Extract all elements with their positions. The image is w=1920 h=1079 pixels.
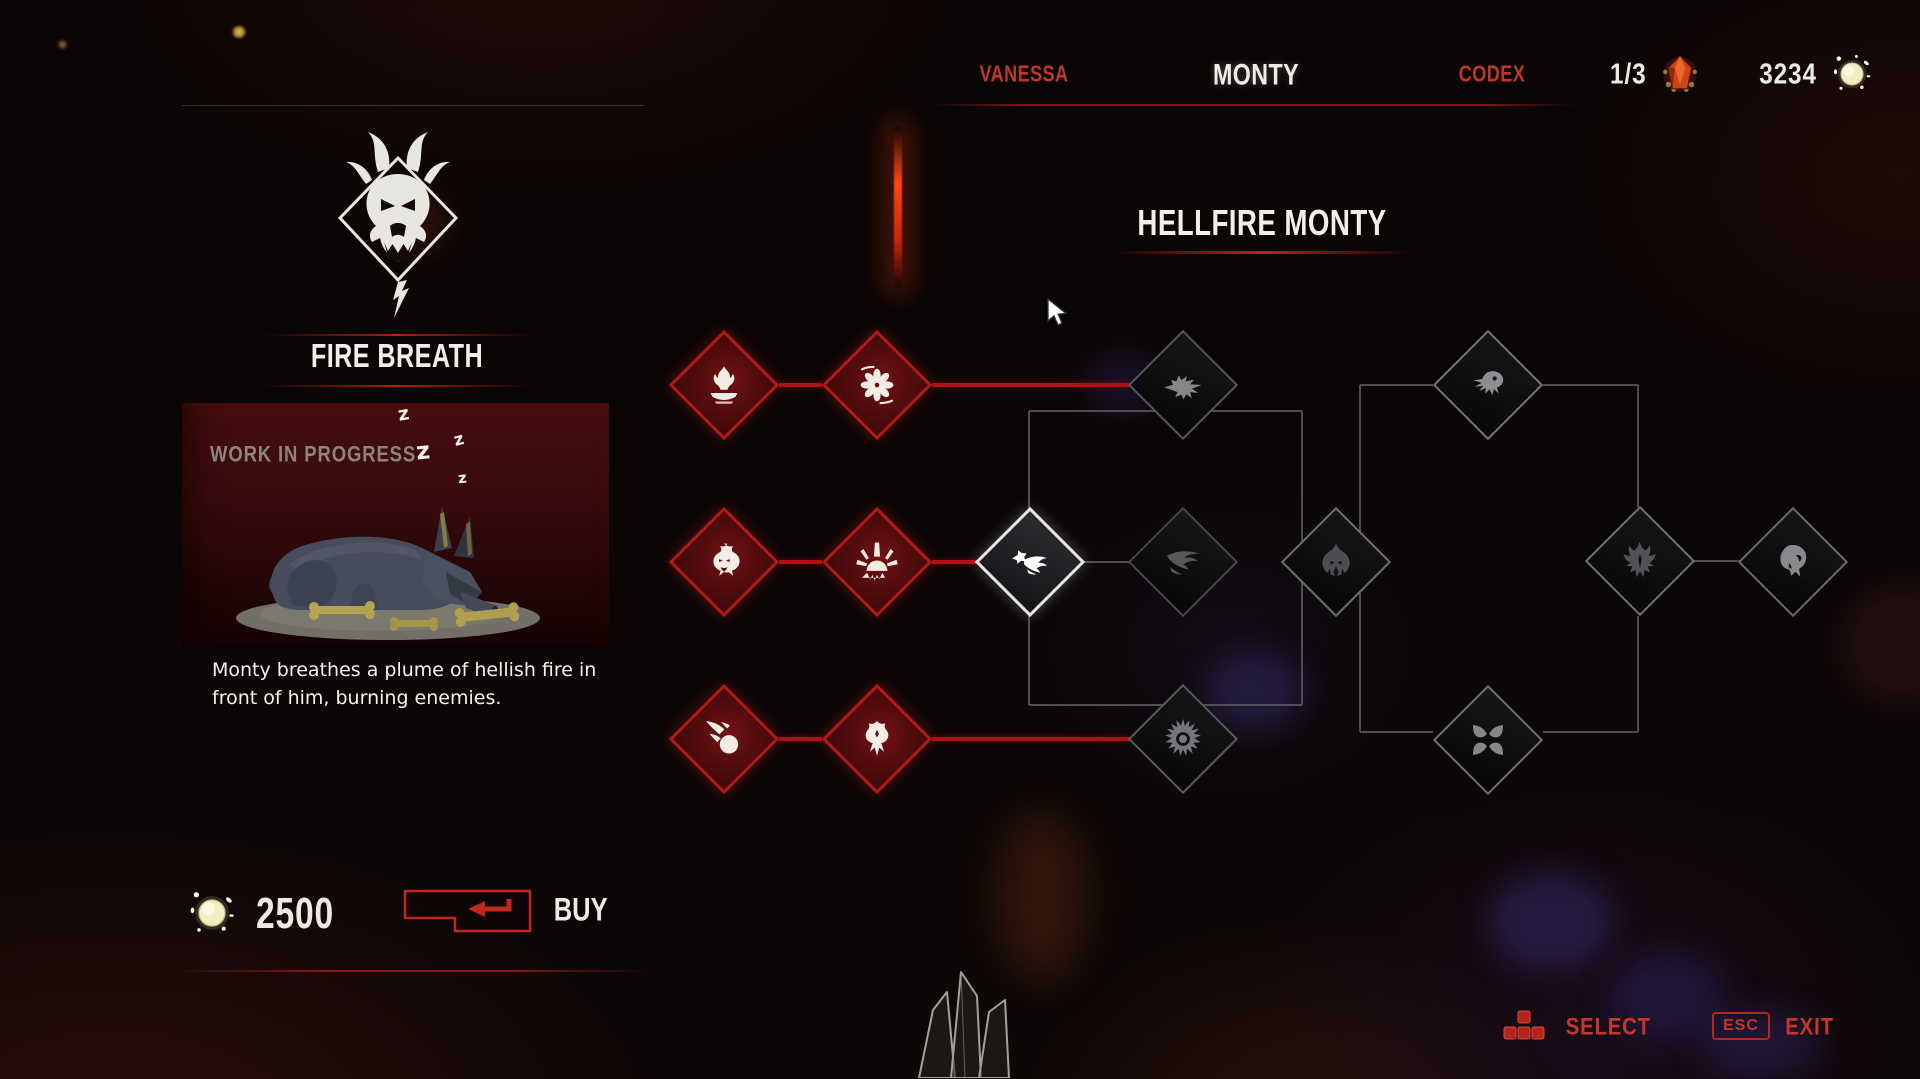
ability-title-rule-bottom <box>263 385 531 387</box>
skill-node-spiked-sun[interactable] <box>1127 683 1239 795</box>
cost-row: 2500 <box>186 886 351 940</box>
skill-points-counter: 1/3 <box>1608 52 1701 96</box>
flame-wisps-icon <box>1146 525 1220 599</box>
tree-connector <box>1360 384 1433 386</box>
phoenix-flame-icon <box>1603 524 1677 598</box>
skill-node-flame-demon[interactable] <box>1280 506 1392 618</box>
background-blob <box>1610 952 1726 1040</box>
demon-skull-icon <box>1756 525 1830 599</box>
tree-connector <box>779 383 822 387</box>
buy-button[interactable]: BUY <box>403 888 612 934</box>
brazier-flame-icon <box>688 349 760 421</box>
crystal-cluster-decoration <box>918 971 1010 1078</box>
work-in-progress-watermark: WORK IN PROGRESS <box>210 442 417 467</box>
cross-flames-icon <box>1451 703 1525 777</box>
ability-preview-image: WORK IN PROGRESS z z z z <box>182 403 609 648</box>
ember-glow <box>58 40 67 49</box>
tree-connector <box>932 737 1130 741</box>
ability-description: Monty breathes a plume of hellish fire i… <box>212 659 597 710</box>
kraken-icon <box>1451 348 1525 422</box>
flame-figure-icon <box>841 703 913 775</box>
essence-counter: 3234 <box>1756 52 1874 96</box>
skill-gem-icon <box>1662 55 1697 93</box>
spiked-sun-icon <box>1146 702 1220 776</box>
tree-connector <box>1543 384 1638 386</box>
header-divider-left <box>182 105 644 106</box>
skill-node-rising-sun[interactable] <box>821 506 933 618</box>
exit-label: EXIT <box>1785 1011 1834 1040</box>
header-divider-red <box>930 104 1576 106</box>
sleeping-dog-illustration <box>236 506 540 640</box>
dragon-head-icon <box>1146 348 1220 422</box>
flame-demon-icon <box>1299 525 1373 599</box>
tree-connector <box>1360 731 1433 733</box>
essence-orb-icon <box>190 892 234 932</box>
tree-connector <box>779 737 822 741</box>
keys-icon <box>1503 1010 1545 1040</box>
tree-connector <box>1694 560 1739 562</box>
ability-title-rule-top <box>263 334 531 336</box>
tree-connector <box>1637 385 1639 507</box>
background-blob <box>1488 872 1614 970</box>
esc-key-icon: ESC <box>1712 1012 1770 1040</box>
tree-connector <box>1083 561 1130 563</box>
tab-codex[interactable]: CODEX <box>1458 62 1526 87</box>
tab-monty[interactable]: MONTY <box>1213 58 1299 91</box>
buy-label: BUY <box>553 892 608 929</box>
skill-node-cross-flames[interactable] <box>1432 684 1544 796</box>
skill-points-value: 1/3 <box>1610 57 1647 90</box>
background-blob <box>1205 652 1303 730</box>
skill-node-demon-skull[interactable] <box>1737 506 1849 618</box>
mouse-cursor <box>1047 298 1068 326</box>
skill-node-flame-wisps[interactable] <box>1127 506 1239 618</box>
skill-node-brazier-flame[interactable] <box>668 329 780 441</box>
select-hint: SELECT <box>1502 1010 1657 1042</box>
red-light-streak <box>894 126 902 288</box>
background-blob <box>1700 1010 1820 1079</box>
tree-connector <box>932 560 977 564</box>
essence-value: 3234 <box>1759 57 1817 90</box>
ability-cost: 2500 <box>256 888 335 937</box>
tree-connector <box>1637 616 1639 732</box>
monty-emblem <box>337 132 459 318</box>
rising-sun-icon <box>841 526 913 598</box>
tab-vanessa[interactable]: VANESSA <box>979 62 1069 87</box>
skill-node-fire-breath[interactable] <box>974 506 1086 618</box>
background-blob <box>996 812 1088 982</box>
skill-node-burning-eye[interactable] <box>821 329 933 441</box>
comet-icon <box>688 703 760 775</box>
cost-divider <box>183 970 650 972</box>
tree-title: HELLFIRE MONTY <box>1137 202 1387 243</box>
essence-orb-icon <box>1834 54 1871 90</box>
skill-node-flame-figure[interactable] <box>821 683 933 795</box>
skill-node-comet[interactable] <box>668 683 780 795</box>
skill-node-dragon-head[interactable] <box>1127 329 1239 441</box>
tree-connector <box>1543 731 1638 733</box>
skill-node-fireball-face[interactable] <box>668 506 780 618</box>
skill-node-phoenix-flame[interactable] <box>1584 505 1696 617</box>
select-label: SELECT <box>1565 1011 1651 1040</box>
exit-hint: ESC EXIT <box>1712 1012 1837 1040</box>
tree-connector <box>932 383 1130 387</box>
ability-name: FIRE BREATH <box>310 338 484 375</box>
enter-key-icon <box>403 889 532 933</box>
tree-connector <box>779 560 822 564</box>
fireball-face-icon <box>688 526 760 598</box>
fire-breath-icon <box>994 526 1066 598</box>
tree-title-rule <box>1118 251 1406 254</box>
burning-eye-icon <box>841 349 913 421</box>
ember-glow <box>232 26 246 38</box>
skill-node-kraken[interactable] <box>1432 329 1544 441</box>
